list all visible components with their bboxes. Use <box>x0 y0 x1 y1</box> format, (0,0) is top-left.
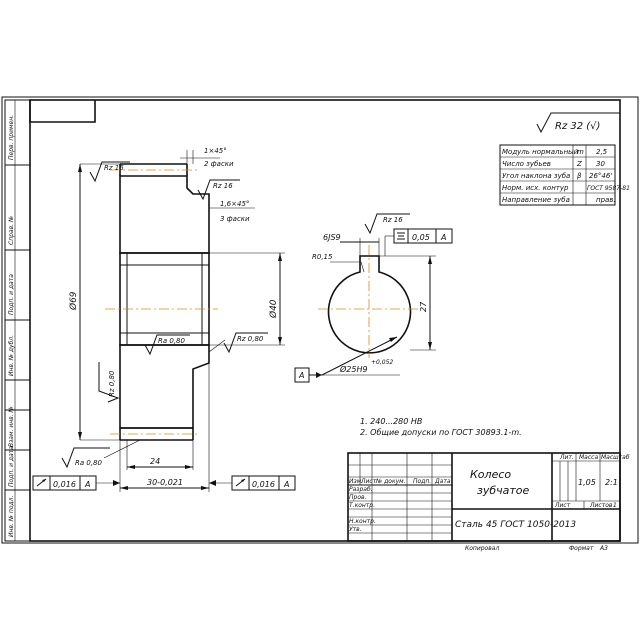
param-symbol: m <box>577 148 584 156</box>
param-value: 26°46' <box>589 172 612 180</box>
chamfer-2-note: 3 фаски <box>220 215 250 223</box>
side-stamp-label: Справ. № <box>8 216 15 245</box>
param-label: Число зубьев <box>502 160 551 168</box>
title-col-label: № докум. <box>375 478 406 485</box>
roughness-top-2: Rz 16 <box>213 182 233 190</box>
title-col-label: Лист <box>360 478 377 485</box>
scale-value: 2:1 <box>605 478 618 487</box>
part-name-line2: зубчатое <box>477 484 530 497</box>
params-table: Модуль нормальный m 2,5 Число зубьев Z 3… <box>499 144 630 206</box>
sheet-label: Лист <box>554 502 571 509</box>
mass-value: 1,05 <box>578 478 596 487</box>
param-label: Угол наклона зуба <box>502 172 570 180</box>
global-roughness-text: Rz 32 (√) <box>555 121 600 132</box>
col-mass-label: Масса <box>579 454 598 461</box>
param-symbol: β <box>577 172 582 180</box>
part-material: Сталь 45 ГОСТ 1050-2013 <box>455 520 576 530</box>
runout-left-base: A <box>84 480 90 489</box>
title-col-label: Изм. <box>349 478 363 485</box>
roughness-face: Rz 0,80 <box>237 335 264 343</box>
title-col-label: Подп. <box>413 478 431 485</box>
side-stamp-label: Взам. инв. № <box>8 406 15 447</box>
chamfer-2-label: 1,6×45° <box>220 200 249 208</box>
side-stamp: Перв. примен. Справ. № Подп. и дата Инв.… <box>4 99 31 542</box>
param-value: 2,5 <box>596 148 608 156</box>
bore-diameter-tolerance: +0,052 <box>371 359 393 366</box>
side-stamp-label: Инв. № подл. <box>8 496 15 537</box>
dim-width-24: 24 <box>150 457 160 466</box>
title-role: Пров. <box>349 494 367 501</box>
col-scale-label: Масштаб <box>601 454 630 461</box>
side-stamp-label: Подп. и дата <box>8 446 15 487</box>
title-col-label: Дата <box>434 478 451 485</box>
format-label: Формат <box>569 545 594 552</box>
copied-label: Копировал <box>465 545 499 552</box>
param-value: прав. <box>596 196 616 204</box>
side-stamp-label: Подп. и дата <box>8 274 15 315</box>
title-role: Н.контр. <box>349 518 376 525</box>
col-lit-label: Лит. <box>559 454 574 461</box>
roughness-bottom: Ra 0,80 <box>75 459 103 467</box>
keyway-width: 6JS9 <box>323 233 341 242</box>
param-value: 30 <box>596 160 605 168</box>
note-line: 2. Общие допуски по ГОСТ 30893.1-m. <box>360 428 522 437</box>
top-left-stamp-box <box>29 100 96 123</box>
symmetry-value: 0,05 <box>412 233 430 242</box>
title-role: Разраб. <box>349 486 373 493</box>
note-line: 1. 240...280 HB <box>360 417 422 426</box>
global-roughness: Rz 32 (√) <box>536 112 620 134</box>
side-stamp-label: Инв. № дубл. <box>8 335 15 376</box>
keyway-radius: R0,15 <box>312 253 333 261</box>
chamfer-1-note: 2 фаски <box>204 160 234 168</box>
dim-width-30: 30-0,021 <box>147 478 183 487</box>
runout-right-value: 0,016 <box>252 480 275 489</box>
dim-bore-diameter: Ø40 <box>268 299 279 319</box>
format-value: А3 <box>599 545 608 552</box>
gear-section-view: Ø69 Ø40 1×45° 2 фаски Rz 16 Rz 16 1,6×45… <box>32 147 296 492</box>
base-a-letter: A <box>298 371 304 380</box>
gear-section-upper <box>119 175 210 254</box>
chamfer-1-label: 1×45° <box>204 147 227 155</box>
param-symbol: Z <box>576 160 582 168</box>
title-block: Изм. Лист № докум. Подп. Дата Разраб. Пр… <box>347 452 630 542</box>
gear-section-lower <box>119 344 210 429</box>
bore-keyway-view: 6JS9 Rz 16 0,05 A R0,15 27 Ø25H9 +0,052 <box>294 213 453 383</box>
bore-contour <box>327 255 412 354</box>
param-value: ГОСТ 9587-81 <box>587 185 630 192</box>
sheets-value: 1 <box>613 502 617 509</box>
runout-right-base: A <box>283 480 289 489</box>
roughness-left: Rz 0,80 <box>108 370 116 397</box>
roughness-bore: Ra 0,80 <box>158 337 186 345</box>
dim-outer-diameter: Ø69 <box>68 291 79 311</box>
keyway-roughness: Rz 16 <box>383 216 403 224</box>
title-role: Т.контр. <box>349 502 375 509</box>
title-role: Утв. <box>349 526 362 533</box>
symmetry-base: A <box>440 233 446 242</box>
gear-bore-area <box>119 252 210 346</box>
param-label: Направление зуба <box>502 196 570 204</box>
runout-left-value: 0,016 <box>53 480 76 489</box>
param-label: Модуль нормальный <box>502 148 579 156</box>
roughness-top-1: Rz 16 <box>104 164 124 172</box>
param-label: Норм. исх. контур <box>502 184 569 192</box>
technical-notes: 1. 240...280 HB 2. Общие допуски по ГОСТ… <box>360 417 522 437</box>
bore-diameter: Ø25H9 <box>339 364 368 374</box>
keyway-depth: 27 <box>419 301 428 312</box>
sheets-label: Листов <box>589 502 613 509</box>
sheet-outer-border <box>1 96 639 544</box>
side-stamp-label: Перв. примен. <box>8 115 15 160</box>
part-name-line1: Колесо <box>470 468 511 481</box>
